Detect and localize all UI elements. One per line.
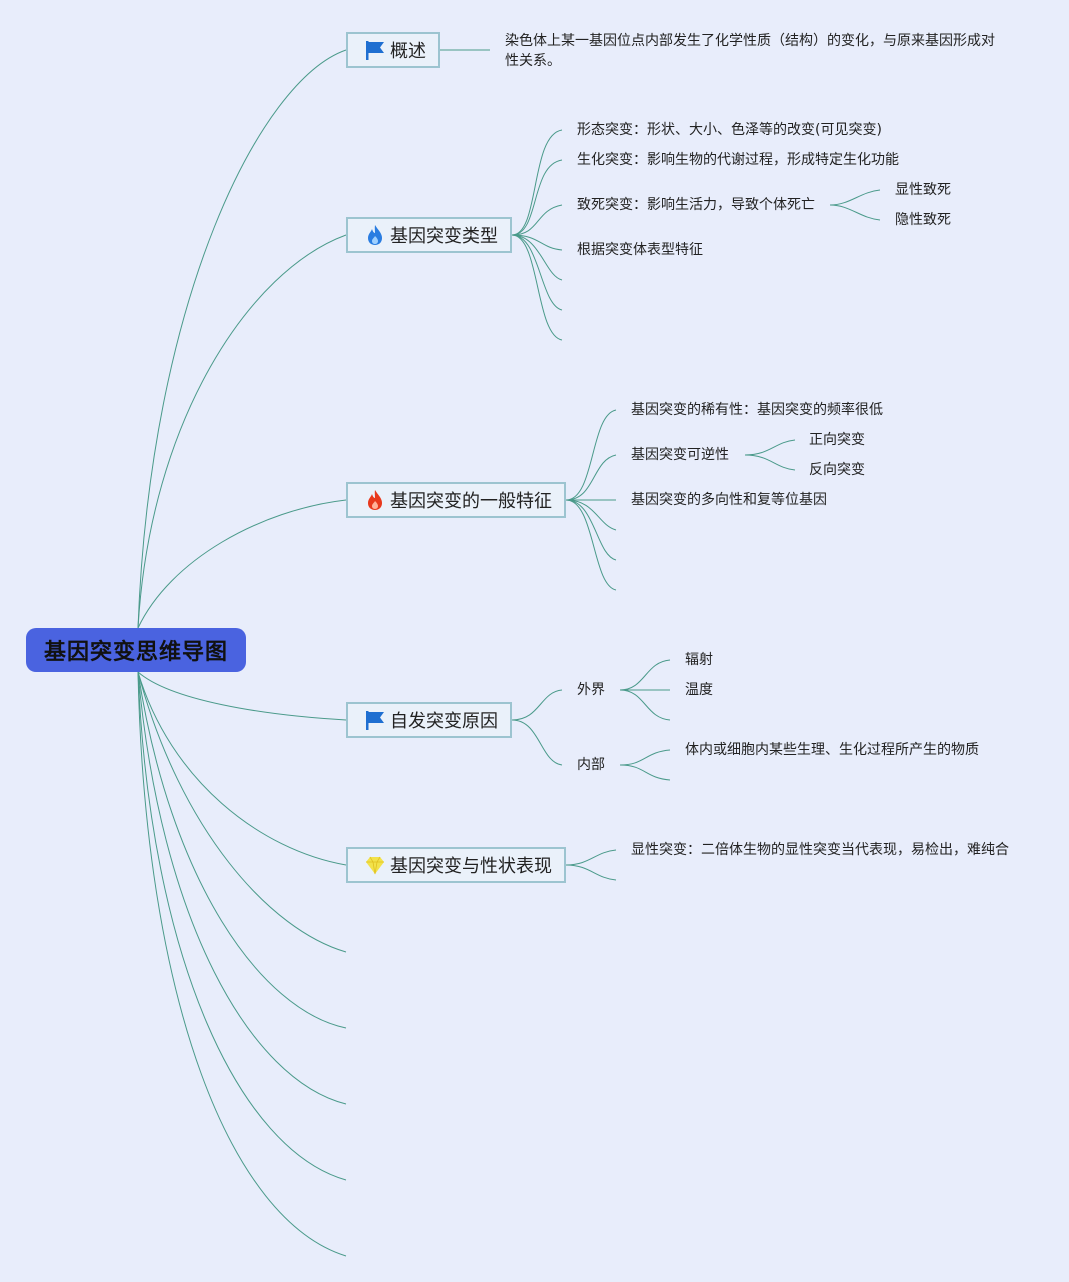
overview-text-line-1: 染色体上某一基因位点内部发生了化学性质（结构）的变化，与原来基因形成对 — [505, 33, 995, 49]
topic-label: 基因突变与性状表现 — [390, 856, 552, 877]
topic-label: 概述 — [390, 41, 426, 62]
root-label: 基因突变思维导图 — [43, 640, 228, 665]
topic-label: 自发突变原因 — [390, 711, 498, 732]
topic-label: 基因突变类型 — [390, 226, 498, 247]
temperature: 温度 — [685, 682, 713, 698]
recessive-lethal: 隐性致死 — [895, 212, 951, 228]
reverse-mutation: 反向突变 — [809, 462, 865, 478]
topic-label: 基因突变的一般特征 — [390, 491, 552, 512]
biochemical-mutation: 生化突变：影响生物的代谢过程，形成特定生化功能 — [577, 152, 899, 168]
dominant-mutation: 显性突变：二倍体生物的显性突变当代表现，易检出，难纯合 — [631, 842, 1009, 858]
overview-text-line-2: 性关系。 — [505, 53, 561, 69]
topic-mutation-types[interactable]: 基因突变类型 — [346, 217, 512, 253]
lethal-mutation: 致死突变：影响生活力，导致个体死亡 — [577, 197, 815, 213]
external-cause: 外界 — [577, 682, 605, 698]
phenotype-classification: 根据突变体表型特征 — [577, 242, 703, 258]
flag-icon — [366, 711, 384, 730]
flame-red-icon — [368, 490, 382, 510]
topic-overview[interactable]: 概述 — [346, 32, 440, 68]
topic-spontaneous-causes[interactable]: 自发突变原因 — [346, 702, 512, 738]
internal-cause: 内部 — [577, 757, 605, 773]
morphological-mutation: 形态突变：形状、大小、色泽等的改变(可见突变) — [577, 122, 882, 138]
flame-blue-icon — [368, 225, 382, 245]
rarity-feature: 基因突变的稀有性：基因突变的频率很低 — [631, 402, 883, 418]
topic-phenotype-expression[interactable]: 基因突变与性状表现 — [346, 847, 566, 883]
flag-icon — [366, 41, 384, 60]
internal-substances: 体内或细胞内某些生理、生化过程所产生的物质 — [685, 742, 979, 758]
topic-general-features[interactable]: 基因突变的一般特征 — [346, 482, 566, 518]
multidirectional-feature: 基因突变的多向性和复等位基因 — [631, 492, 827, 508]
gem-icon — [366, 856, 384, 875]
reversibility-feature: 基因突变可逆性 — [631, 447, 729, 463]
forward-mutation: 正向突变 — [809, 432, 865, 448]
radiation: 辐射 — [685, 652, 713, 668]
root-node[interactable]: 基因突变思维导图 — [26, 628, 246, 672]
dominant-lethal: 显性致死 — [895, 182, 951, 198]
